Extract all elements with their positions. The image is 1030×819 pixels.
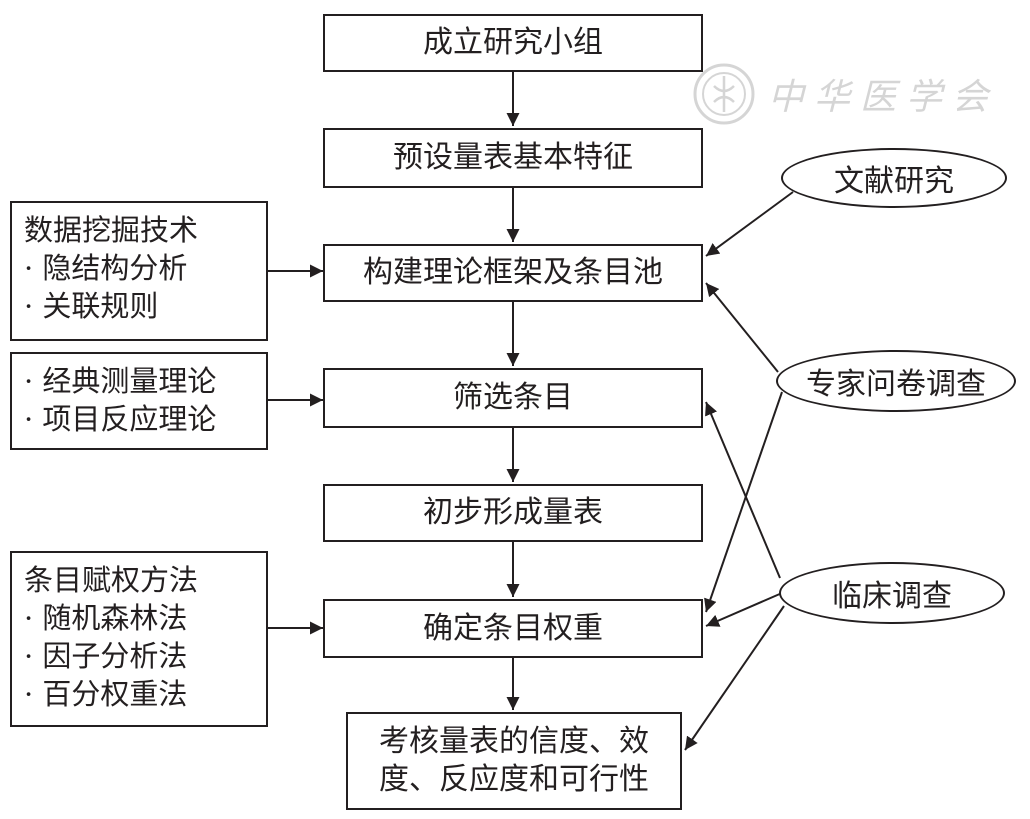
method-item: · 经典测量理论	[24, 364, 217, 398]
method-item: · 隐结构分析	[24, 251, 188, 285]
step-establish-group: 成立研究小组	[323, 14, 703, 72]
arrow-r2-s3	[705, 282, 779, 373]
source-label: 文献研究	[834, 164, 954, 199]
step-preset-features: 预设量表基本特征	[323, 128, 703, 188]
watermark-text: 中华医学会	[768, 77, 999, 118]
step-initial-scale: 初步形成量表	[323, 484, 703, 542]
method-item: · 百分权重法	[24, 677, 188, 711]
arrow-r2-s6	[704, 391, 783, 613]
source-clinical-survey: 临床调查	[779, 562, 1005, 624]
step-evaluate-scale: 考核量表的信度、效 度、反应度和可行性	[346, 712, 682, 810]
source-label: 专家问卷调查	[806, 367, 986, 402]
society-seal-icon	[693, 63, 755, 125]
arrow-r3-s7	[684, 605, 785, 751]
step-label: 确定条目权重	[423, 610, 603, 646]
step-screen-items: 筛选条目	[323, 368, 703, 428]
method-item: · 项目反应理论	[24, 402, 217, 436]
step-label-line-1: 考核量表的信度、效	[379, 724, 649, 759]
method-data-mining: 数据挖掘技术 · 隐结构分析 · 关联规则	[10, 201, 268, 341]
arrow-r1-s3	[705, 191, 794, 257]
step-label: 筛选条目	[453, 380, 573, 415]
step-label: 预设量表基本特征	[393, 140, 633, 175]
method-item: · 随机森林法	[24, 601, 188, 635]
step-label: 初步形成量表	[423, 495, 603, 530]
source-label: 临床调查	[832, 579, 952, 614]
step-label: 构建理论框架及条目池	[363, 255, 663, 290]
method-item: · 关联规则	[24, 289, 159, 323]
watermark: 中华医学会	[692, 62, 998, 126]
method-item-weighting: 条目赋权方法 · 随机森林法 · 因子分析法 · 百分权重法	[10, 551, 268, 727]
step-label: 成立研究小组	[423, 25, 603, 60]
method-title: 数据挖掘技术	[24, 213, 199, 247]
step-item-weights: 确定条目权重	[323, 599, 703, 658]
step-label-line-2: 度、反应度和可行性	[379, 762, 649, 797]
step-build-framework: 构建理论框架及条目池	[323, 244, 703, 302]
source-literature-research: 文献研究	[781, 148, 1007, 208]
method-item: · 因子分析法	[24, 639, 188, 673]
source-expert-survey: 专家问卷调查	[776, 350, 1016, 412]
arrow-r3-s4	[705, 401, 781, 579]
method-title: 条目赋权方法	[24, 563, 199, 597]
method-measurement-theory: · 经典测量理论 · 项目反应理论	[10, 352, 268, 450]
arrow-r3-s6	[705, 592, 783, 627]
